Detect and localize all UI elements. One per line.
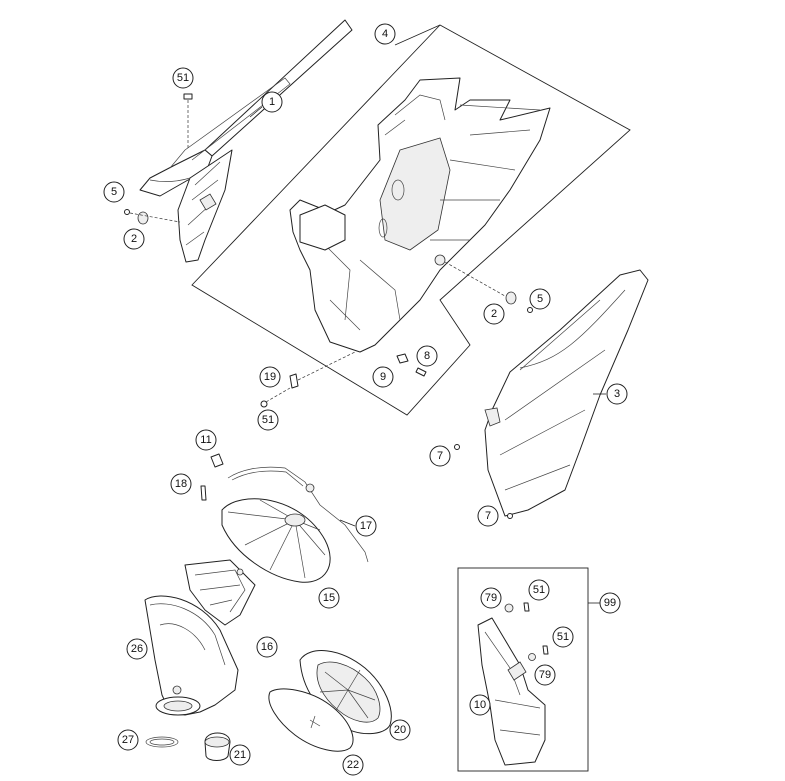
svg-text:4: 4 xyxy=(382,28,388,40)
part-15-filter-cage xyxy=(221,498,331,583)
svg-text:99: 99 xyxy=(604,597,616,609)
svg-text:5: 5 xyxy=(537,293,543,305)
callout-79: 79 xyxy=(480,587,502,609)
callout-1: 1 xyxy=(261,91,283,113)
svg-text:51: 51 xyxy=(177,72,189,84)
svg-text:17: 17 xyxy=(360,520,372,532)
svg-text:8: 8 xyxy=(424,350,430,362)
callout-51: 51 xyxy=(552,626,574,648)
svg-text:20: 20 xyxy=(394,724,406,736)
callout-51: 51 xyxy=(257,409,279,431)
callout-3: 3 xyxy=(606,383,628,405)
svg-text:7: 7 xyxy=(437,450,443,462)
callout-79: 79 xyxy=(534,664,556,686)
svg-text:2: 2 xyxy=(491,308,497,320)
svg-text:26: 26 xyxy=(131,643,143,655)
part-3-side-panel-right xyxy=(454,269,649,519)
callout-2: 2 xyxy=(483,303,505,325)
part-1-side-panel-left xyxy=(139,19,353,263)
svg-text:21: 21 xyxy=(234,749,246,761)
callout-26: 26 xyxy=(126,638,148,660)
svg-text:22: 22 xyxy=(347,759,359,771)
callout-7: 7 xyxy=(477,505,499,527)
part-16-filter-support xyxy=(184,559,256,626)
callout-99: 99 xyxy=(599,592,621,614)
callout-4: 4 xyxy=(374,23,396,45)
svg-text:10: 10 xyxy=(474,699,486,711)
svg-text:2: 2 xyxy=(131,233,137,245)
callout-8: 8 xyxy=(416,345,438,367)
part-11-clip xyxy=(210,453,224,468)
callout-5: 5 xyxy=(529,288,551,310)
svg-text:27: 27 xyxy=(122,734,134,746)
svg-text:9: 9 xyxy=(380,371,386,383)
part-10-air-duct xyxy=(477,602,549,766)
callout-27: 27 xyxy=(117,729,139,751)
callout-11: 11 xyxy=(195,429,217,451)
svg-text:11: 11 xyxy=(200,434,211,446)
callout-21: 21 xyxy=(229,744,251,766)
callout-9: 9 xyxy=(372,366,394,388)
callout-15: 15 xyxy=(318,587,340,609)
svg-text:19: 19 xyxy=(264,371,276,383)
svg-text:79: 79 xyxy=(539,669,551,681)
part-26-intake-boot xyxy=(144,595,239,716)
callout-20: 20 xyxy=(389,719,411,741)
callout-2: 2 xyxy=(123,228,145,250)
svg-text:1: 1 xyxy=(269,96,275,108)
svg-text:16: 16 xyxy=(261,641,273,653)
svg-text:15: 15 xyxy=(323,592,335,604)
callout-51: 51 xyxy=(172,67,194,89)
svg-text:79: 79 xyxy=(485,592,497,604)
svg-text:18: 18 xyxy=(175,478,187,490)
leader-lines xyxy=(249,24,606,527)
part-99-kit-box xyxy=(457,567,600,772)
callout-5: 5 xyxy=(103,181,125,203)
callout-10: 10 xyxy=(469,694,491,716)
callout-7: 7 xyxy=(429,445,451,467)
part-17-hose-bracket xyxy=(227,466,369,563)
part-27-clamp xyxy=(145,736,179,748)
callout-18: 18 xyxy=(170,473,192,495)
part-5-2-fastener-right xyxy=(505,291,533,313)
part-51-bolt-top xyxy=(183,93,193,148)
svg-text:51: 51 xyxy=(533,584,545,596)
svg-text:51: 51 xyxy=(262,414,274,426)
part-4-airbox-group xyxy=(191,24,631,416)
callout-17: 17 xyxy=(355,515,377,537)
part-8-9-clip xyxy=(396,353,427,377)
callout-16: 16 xyxy=(256,636,278,658)
svg-text:51: 51 xyxy=(557,631,569,643)
svg-text:7: 7 xyxy=(485,510,491,522)
callout-51: 51 xyxy=(528,579,550,601)
part-21-sleeve xyxy=(204,732,231,761)
svg-text:3: 3 xyxy=(614,388,620,400)
part-22-filter-sheet xyxy=(268,688,354,752)
part-18-screw xyxy=(200,485,207,501)
part-19-bracket xyxy=(260,351,356,408)
callout-22: 22 xyxy=(342,754,364,776)
callout-19: 19 xyxy=(259,366,281,388)
svg-text:5: 5 xyxy=(111,186,117,198)
callouts: 51 1 5 2 4 5 2 8 9 19 51 3 11 7 18 xyxy=(103,23,628,776)
part-5-2-fastener-left xyxy=(124,209,181,225)
